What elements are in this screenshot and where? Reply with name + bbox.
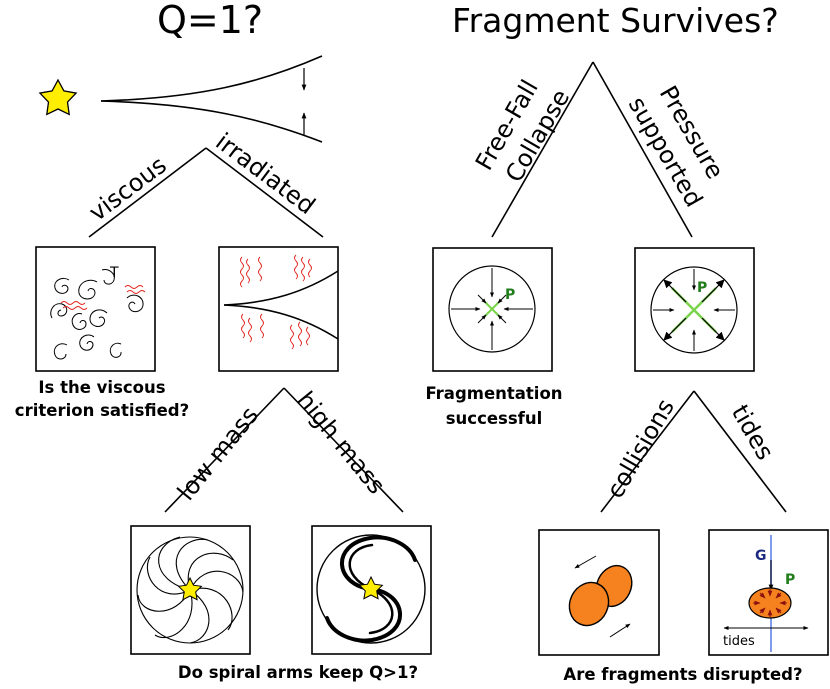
caption-fragmentation-line2: successful — [446, 409, 543, 428]
branch-line-pressure — [592, 61, 693, 238]
panel-high-mass-spirals — [311, 525, 432, 655]
branch-line-tides — [693, 390, 787, 513]
caption-viscous-line1: Is the viscous — [38, 378, 165, 397]
branch-line-low-mass — [164, 387, 285, 513]
branch-label-collisions: collisions — [601, 394, 680, 503]
spiral-massive-star-icon — [358, 575, 384, 600]
star-icon — [38, 78, 78, 116]
caption-fragmentation-line1: Fragmentation — [425, 384, 562, 403]
branch-label-viscous: viscous — [84, 151, 172, 227]
spiral-star-icon — [177, 576, 203, 601]
branch-line-irradiated — [205, 147, 324, 238]
disc-lower-surface — [100, 100, 323, 143]
branch-label-high-mass: high mass — [291, 386, 390, 499]
pressure-label-collapse: P — [505, 287, 515, 303]
panel-tides: G P tides — [708, 529, 829, 656]
branch-line-collisions — [600, 390, 695, 513]
panel-low-mass-spirals — [130, 525, 251, 655]
right-title: Fragment Survives? — [452, 1, 779, 40]
gravity-label: G — [755, 548, 767, 564]
tides-arrow-label: tides — [723, 634, 755, 649]
branch-label-tides: tides — [726, 400, 780, 465]
fragment-blob-lower — [568, 581, 610, 627]
pressure-label-supported: P — [697, 280, 707, 296]
branch-label-irradiated: irradiated — [210, 127, 320, 220]
branch-line-free-fall — [491, 61, 594, 238]
caption-spiral: Do spiral arms keep Q>1? — [178, 663, 418, 682]
panel-viscous: T — [35, 246, 156, 372]
caption-disrupted: Are fragments disrupted? — [563, 665, 802, 684]
disc-upper-surface — [100, 55, 323, 102]
temperature-label: T — [109, 265, 119, 281]
caption-viscous-line2: criterion satisfied? — [15, 401, 189, 420]
panel-pressure-supported: P — [634, 247, 755, 372]
pressure-label-tidal: P — [785, 572, 795, 588]
panel-irradiated — [218, 246, 339, 372]
panel-free-fall: P — [432, 247, 553, 372]
left-title: Q=1? — [157, 0, 263, 42]
branch-line-viscous — [88, 147, 207, 238]
panel-collisions — [538, 529, 660, 656]
branch-line-high-mass — [283, 387, 404, 513]
radiation-wiggles — [240, 254, 312, 350]
turbulence-swirls — [50, 269, 144, 360]
